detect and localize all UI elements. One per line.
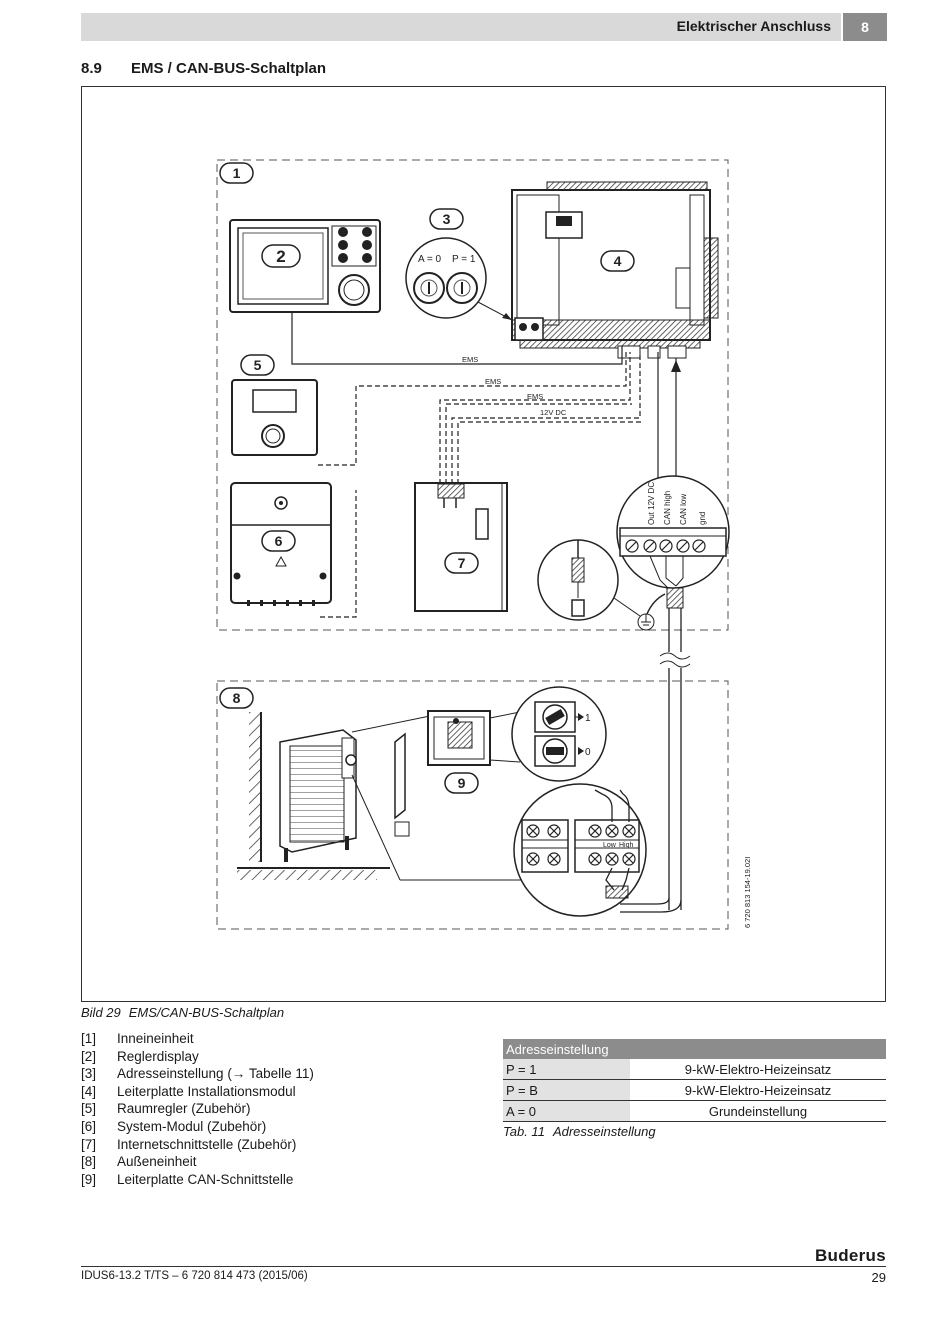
section-title: EMS / CAN-BUS-Schaltplan [131,60,327,77]
terminal-label-out12v: Out 12V DC [647,482,656,525]
terminal-label-can-high: CAN high [663,491,672,525]
terminal-label-gnd: gnd [698,512,707,525]
chapter-title: Elektrischer Anschluss [676,18,831,34]
wire-label-ems-2: EMS [485,377,501,386]
footer-divider [81,1266,886,1267]
legend-index: [5] [81,1101,97,1117]
ground-detail [537,539,666,631]
table-header: Adresseinstellung [503,1039,886,1059]
legend-item: [4] Leiterplatte Installationsmodul [81,1083,314,1101]
wire-label-12v: 12V DC [540,408,567,417]
callout-9: 9 [458,775,466,791]
legend-item: [8] Außeneinheit [81,1153,314,1171]
terminal-label-can-low: CAN low [679,494,688,525]
legend-text: Inneineinheit [117,1031,194,1046]
legend-text: Internetschnittstelle (Zubehör) [117,1136,297,1152]
legend-item: [2] Reglerdisplay [81,1048,314,1066]
arrow-head [671,360,681,372]
callout-7: 7 [458,555,466,571]
brand-logo: Buderus [814,1246,886,1265]
wires [291,312,677,618]
legend-index: [1] [81,1031,97,1046]
legend-text: Leiterplatte Installationsmodul [117,1083,296,1099]
legend-item: [3] Adresseinstellung (→ Tabelle 11) [81,1065,314,1083]
shielded-cable [620,587,691,913]
figure-caption-label: Bild 29 [81,1005,121,1020]
legend-index: [3] [81,1066,97,1082]
legend-item: [1] Inneineinheit [81,1030,314,1048]
legend-item: [6] System-Modul (Zubehör) [81,1118,314,1136]
high-label: High [619,842,634,849]
figure-reference: 6 720 813 154-19.02I [743,857,752,928]
legend-index: [2] [81,1048,97,1064]
table-cell-setting: P = 1 [503,1059,630,1080]
legend-index: [4] [81,1083,97,1099]
legend-text: System-Modul (Zubehör) [117,1118,267,1134]
callout-3: 3 [443,211,451,227]
address-p-label: P = 1 [452,254,476,265]
section-heading: 8.9 EMS / CAN-BUS-Schaltplan [81,60,326,77]
wire-label-ems-1: EMS [462,355,478,364]
table-cell-value: Grundeinstellung [630,1100,886,1122]
legend-text: Reglerdisplay [117,1048,199,1064]
outdoor-unit-group [216,680,729,930]
figure-caption-text: EMS/CAN-BUS-Schaltplan [128,1005,285,1020]
table-caption-label: Tab. 11 [503,1124,545,1139]
callout-4: 4 [614,253,622,269]
indoor-unit-group [216,159,729,631]
switch-detail [511,686,607,782]
internet-interface [414,482,508,612]
wire-label-ems-3: EMS [527,392,543,401]
table-caption-text: Adresseinstellung [552,1124,656,1139]
callouts [219,162,635,794]
section-number: 8.9 [81,60,102,77]
legend-index: [8] [81,1154,97,1170]
can-interface-board [427,710,521,766]
legend-item: [5] Raumregler (Zubehör) [81,1100,314,1118]
callout-6: 6 [275,533,283,549]
legend-list: [1] Inneineinheit [2] Reglerdisplay [3] Adr… [81,1030,314,1188]
legend-index: [9] [81,1171,97,1187]
room-controller [231,379,318,456]
document-id: IDUS6-13.2 T/TS – 6 720 814 473 (2015/06… [81,1270,308,1282]
header-bar: Elektrischer Anschluss [81,13,841,41]
low-label: Low [603,842,617,849]
address-a-label: A = 0 [418,254,442,265]
chapter-number: 8 [843,13,887,41]
callout-5: 5 [254,357,262,373]
callout-8: 8 [233,690,241,706]
can-terminal-detail [513,783,647,917]
table-cell-setting: P = B [503,1079,630,1101]
table-cell-setting: A = 0 [503,1100,630,1122]
callout-2: 2 [276,247,285,266]
figure-caption: Bild 29 EMS/CAN-BUS-Schaltplan [81,1005,284,1020]
switch-on-label: 1 [585,713,591,724]
legend-item: [9] Leiterplatte CAN-Schnittstelle [81,1171,314,1189]
callout-1: 1 [233,165,241,181]
table-cell-value: 9-kW-Elektro-Heizeinsatz [630,1079,886,1101]
switch-off-label: 0 [585,747,591,758]
legend-text: Adresseinstellung (→ Tabelle 11) [117,1066,314,1082]
legend-text: Raumregler (Zubehör) [117,1101,251,1117]
legend-index: [7] [81,1136,97,1152]
outdoor-unit [237,712,525,881]
table-caption: Tab. 11 Adresseinstellung [503,1124,656,1139]
controller-display [229,219,381,313]
legend-text: Außeneinheit [117,1154,197,1170]
page-number: 29 [871,1270,886,1285]
legend-text: Leiterplatte CAN-Schnittstelle [117,1171,294,1187]
address-dials [405,237,487,319]
legend-index: [6] [81,1118,97,1134]
table-header-row: Adresseinstellung [503,1039,886,1059]
figure-frame [81,86,886,1002]
legend-item: [7] Internetschnittstelle (Zubehör) [81,1136,314,1154]
table-cell-value: 9-kW-Elektro-Heizeinsatz [630,1059,886,1080]
terminal-detail [616,475,730,589]
